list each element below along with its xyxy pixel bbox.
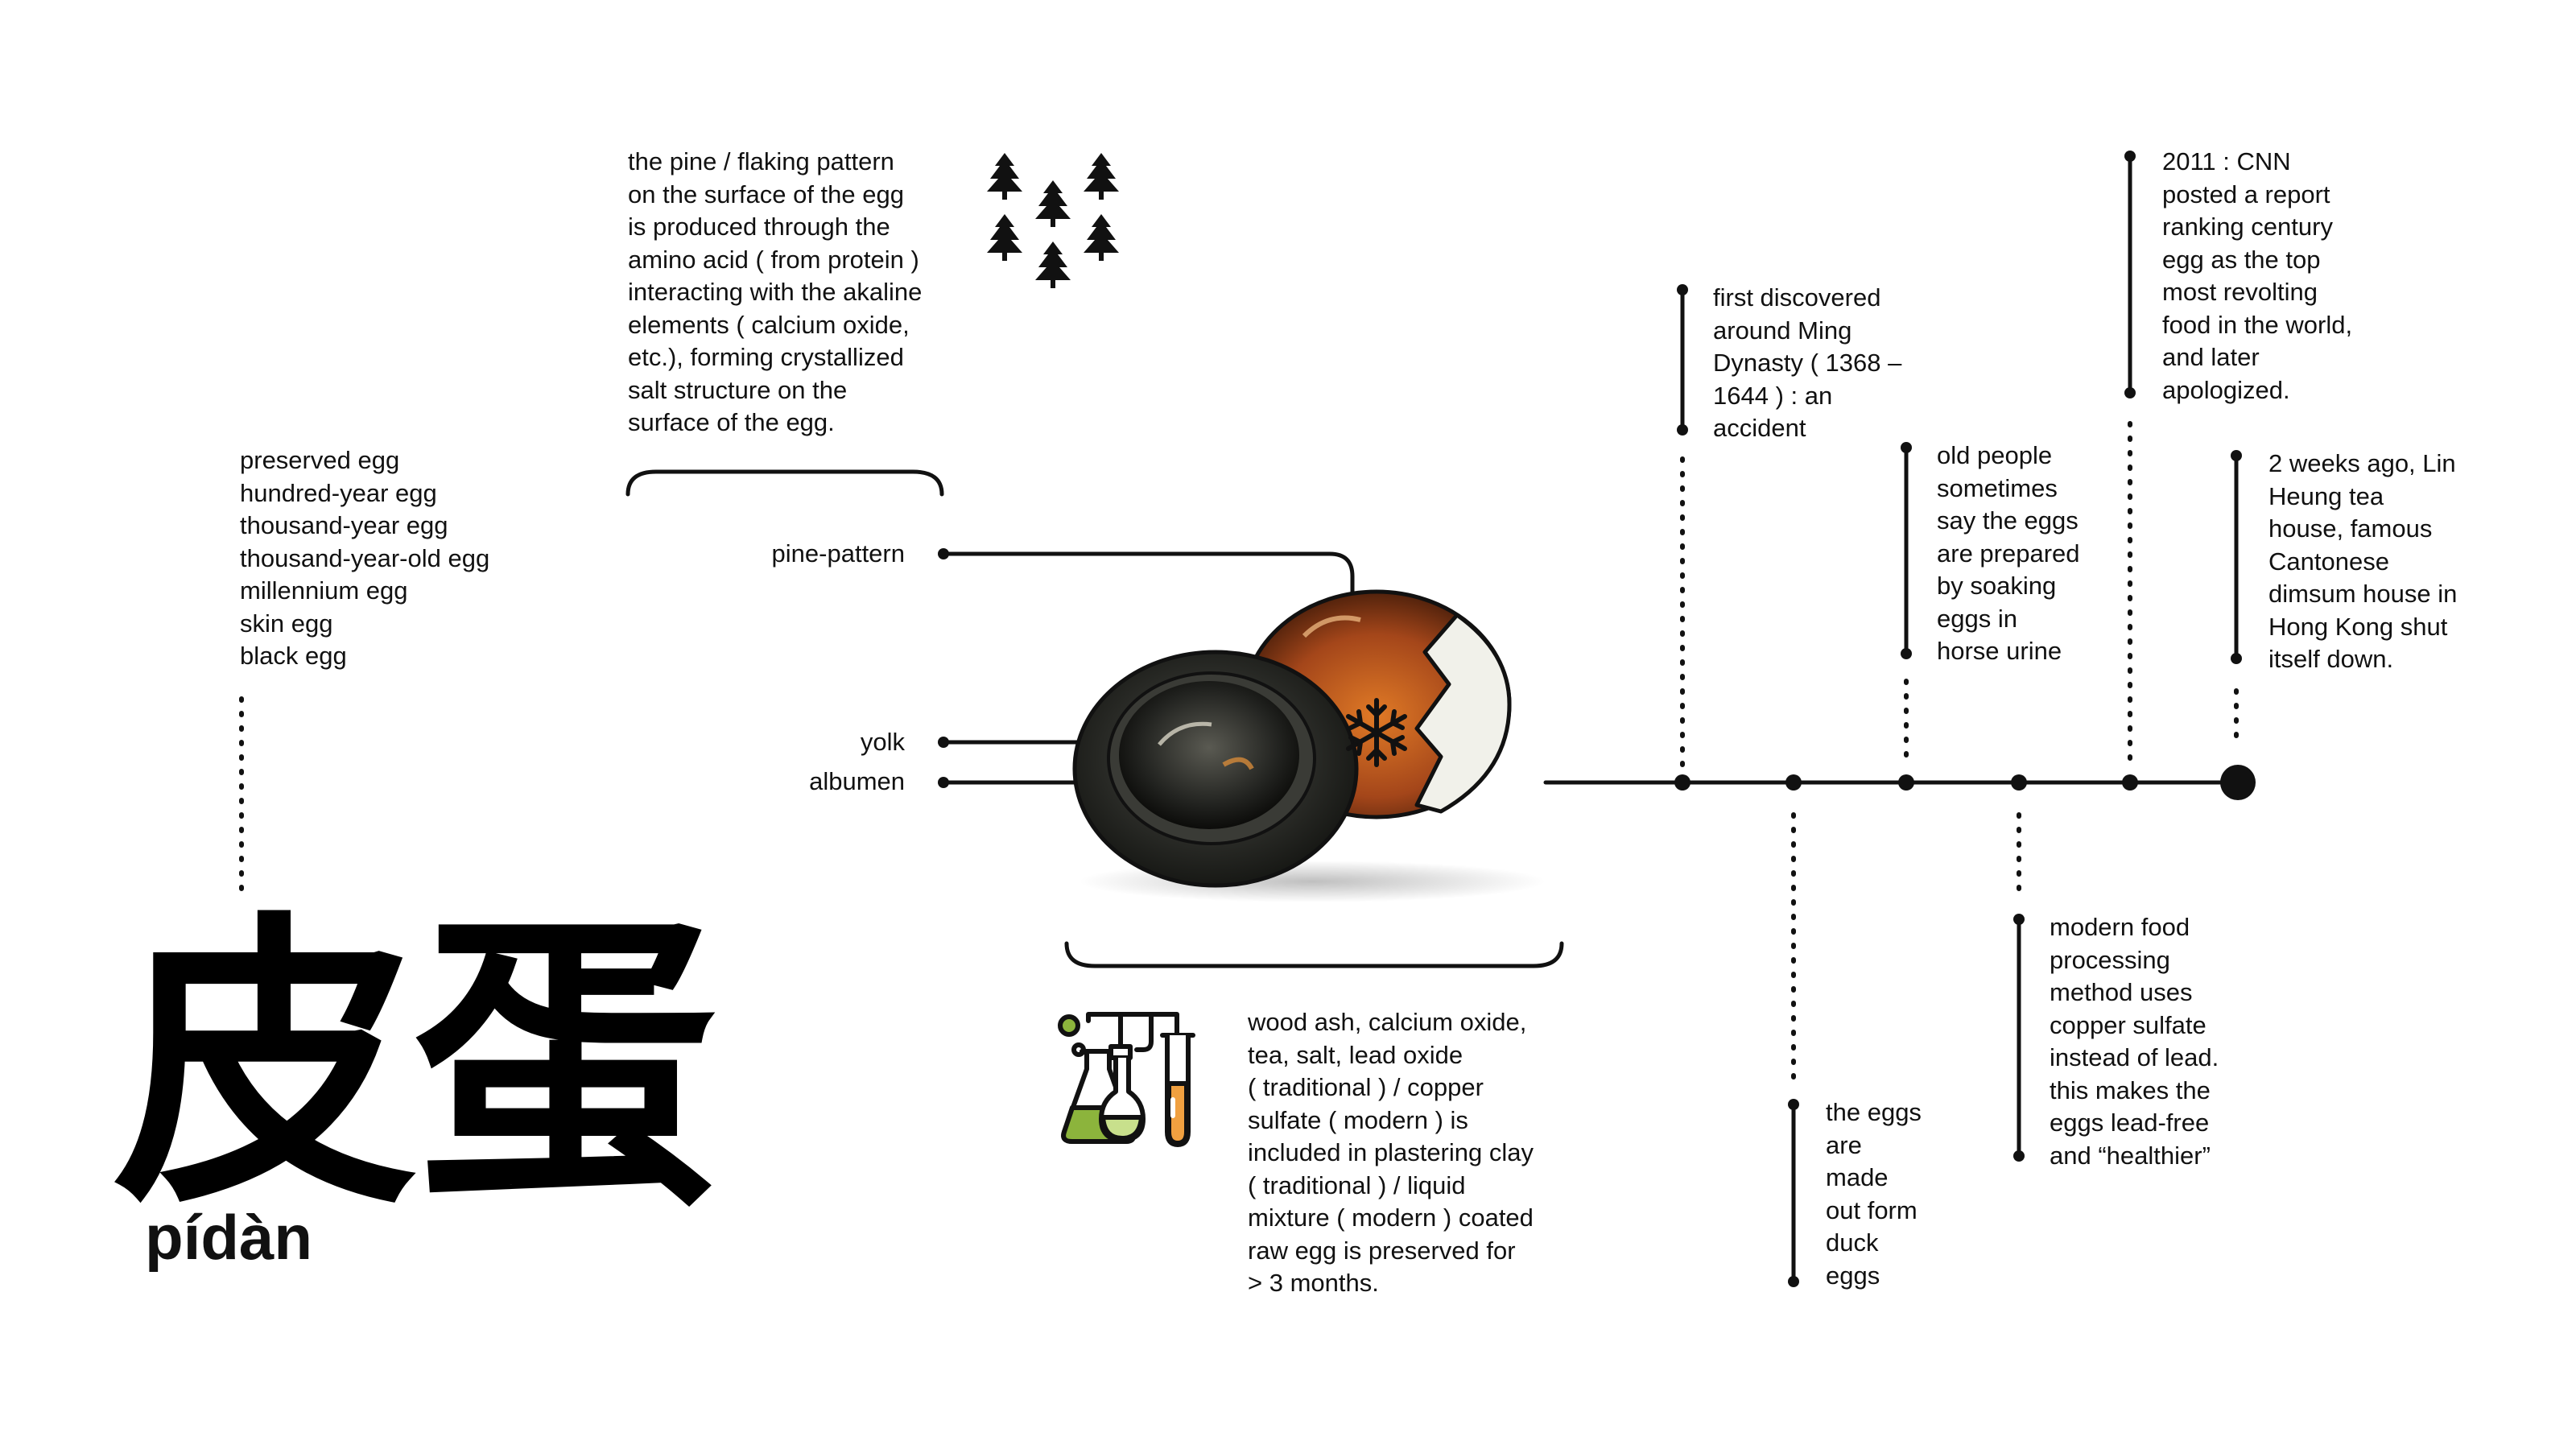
yolk-label: yolk [860, 728, 905, 756]
egg-names-list: preserved egg hundred-year egg thousand-… [240, 446, 490, 670]
chemistry-lab-icon [1058, 1012, 1195, 1147]
tree-icon [987, 153, 1119, 288]
cut-egg [1072, 650, 1359, 888]
timeline-dot [1674, 774, 1690, 791]
pine-pattern-label: pine-pattern [771, 539, 905, 568]
timeline-end-dot [2220, 765, 2256, 800]
ingredients-note: wood ash, calcium oxide, tea, salt, lead… [1248, 1008, 1534, 1297]
timeline-dot [2011, 774, 2027, 791]
timeline-event-duck: the eggs are made out form duck eggs [1826, 1098, 1922, 1290]
page-title: 皮蛋 [113, 888, 718, 1245]
timeline-event-urine: old people sometimes say the eggs are pr… [1937, 441, 2080, 665]
snowflake-icon [1346, 698, 1407, 767]
pine-pattern-connector [941, 551, 1355, 731]
timeline-dot [1898, 774, 1914, 791]
timeline-event-copper: modern food processing method uses coppe… [2050, 913, 2219, 1170]
century-egg-illustration [1072, 589, 1546, 902]
timeline-event-discovered: first discovered around Ming Dynasty ( 1… [1713, 283, 1902, 442]
pinyin-subtitle: pídàn [145, 1202, 312, 1273]
albumen-label: albumen [809, 767, 905, 795]
pine-pattern-note: the pine / flaking pattern on the surfac… [628, 147, 923, 436]
timeline-dot [1785, 774, 1802, 791]
timeline-event-lin-heung: 2 weeks ago, Lin Heung tea house, famous… [2268, 449, 2458, 673]
ingredients-bracket [1064, 941, 1564, 968]
timeline-dot [2122, 774, 2138, 791]
timeline-event-cnn: 2011 : CNN posted a report ranking centu… [2162, 147, 2353, 404]
pine-note-bracket [625, 469, 944, 497]
